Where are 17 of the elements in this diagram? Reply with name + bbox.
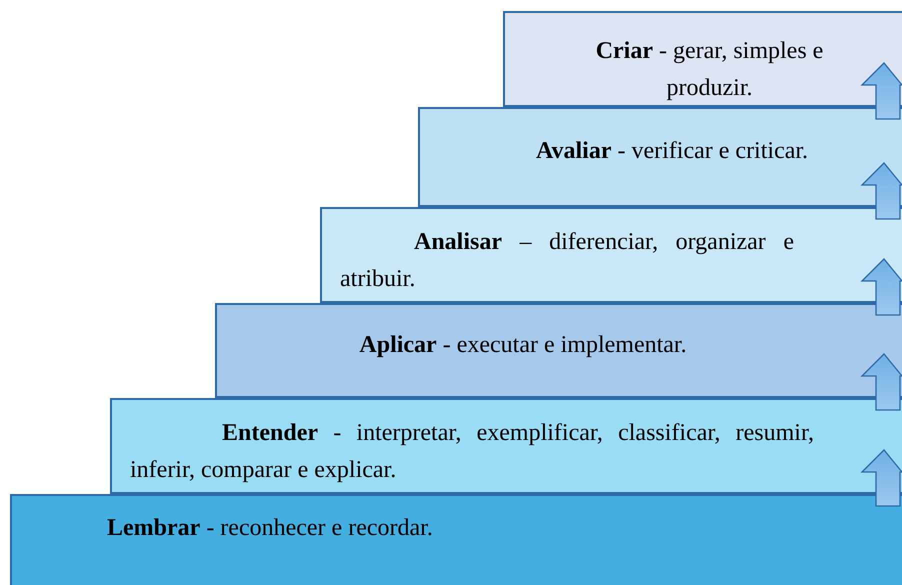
up-block-arrow (860, 449, 902, 507)
up-block-arrow (860, 353, 902, 411)
step-description: Aplicar - executar e implementar. (358, 331, 688, 360)
step-description: Criar - gerar, simples e produzir. (594, 37, 824, 103)
up-block-arrow (860, 162, 902, 220)
step-description: Avaliar - verificar e criticar. (534, 137, 810, 166)
step-box (10, 494, 902, 585)
step-box (503, 11, 902, 107)
step-box (215, 303, 902, 398)
step-description: Lembrar - reconhecer e recordar. (107, 514, 434, 543)
up-block-arrow (860, 62, 902, 120)
step-description: Entender - interpretar, exemplificar, classificar, resumir, inferir, comparar e explicar. (130, 419, 814, 485)
step-box (110, 398, 902, 494)
step-box (418, 107, 902, 207)
step-description: Analisar – diferenciar, organizar e atribuir. (340, 228, 794, 294)
up-block-arrow (860, 258, 902, 316)
step-box (320, 207, 902, 303)
